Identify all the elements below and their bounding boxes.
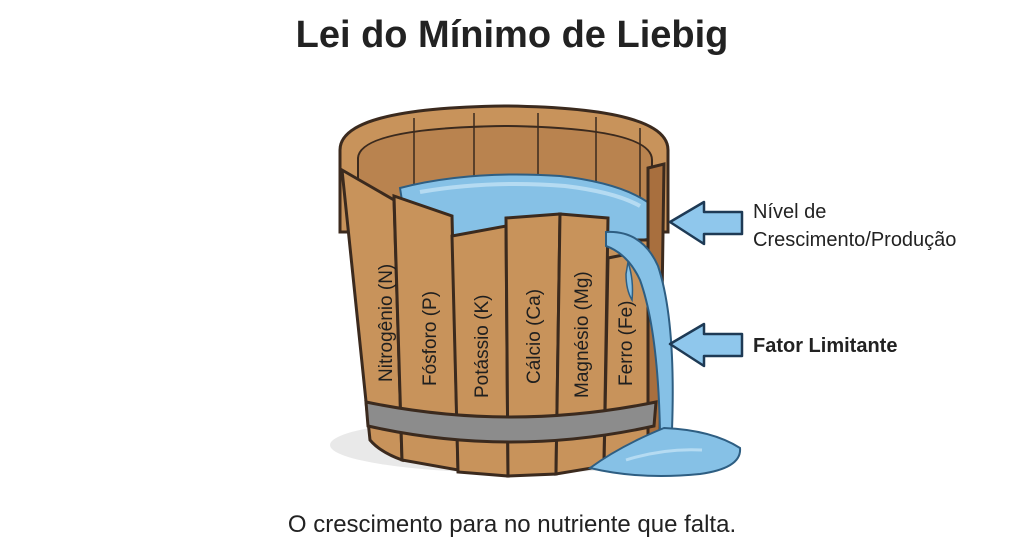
limiting-factor-annotation: Fator Limitante	[753, 335, 898, 357]
arrow-icon	[668, 322, 744, 368]
diagram-caption: O crescimento para no nutriente que falt…	[287, 511, 737, 538]
stave-label: Nitrogênio (N)	[376, 264, 397, 382]
barrel-band	[364, 400, 658, 444]
stave-label: Ferro (Fe)	[616, 301, 637, 387]
stave-labels: Nitrogênio (N) Fósforo (P) Potássio (K) …	[376, 264, 637, 398]
diagram-title: Lei do Mínimo de Liebig	[295, 14, 729, 56]
growth-level-line2: Crescimento/Produção	[753, 229, 957, 251]
stave-label: Fósforo (P)	[420, 291, 441, 386]
stave-label: Potássio (K)	[472, 295, 493, 398]
water-overflow	[587, 230, 742, 477]
arrow-icon	[668, 200, 744, 246]
growth-level-annotation: Nível de Crescimento/Produção	[753, 198, 956, 254]
stave-label: Cálcio (Ca)	[524, 289, 545, 384]
water-highlight	[419, 182, 641, 208]
stave-label: Magnésio (Mg)	[572, 271, 593, 398]
stave-group	[340, 162, 666, 478]
growth-level-line1: Nível de	[753, 201, 827, 223]
